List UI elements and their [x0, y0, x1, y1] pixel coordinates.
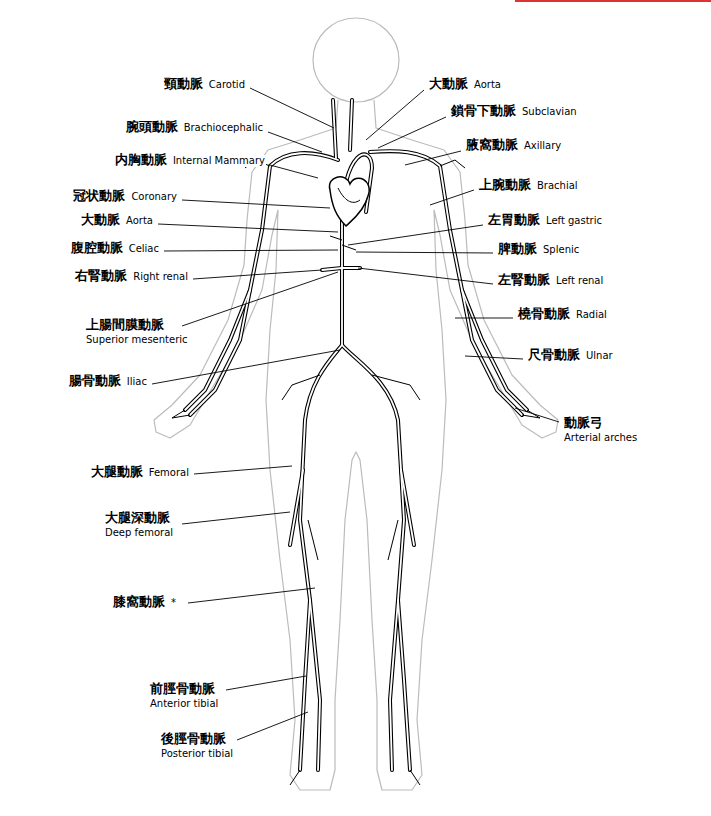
label-group: 内胸動脈 Internal Mammary: [114, 153, 266, 168]
artery-name-ja: 上腕動脈: [478, 178, 532, 193]
artery-name-en: Iliac: [126, 376, 148, 388]
artery-name-ja: 右腎動脈: [74, 269, 128, 284]
artery-name-en: Superior mesenteric: [85, 334, 189, 346]
label-group: 左胃動脈 Left gastric: [487, 213, 603, 228]
artery-name-en: Anterior tibial: [149, 698, 219, 710]
top-rule: [515, 0, 711, 2]
artery-name-ja: 膝窩動脈: [112, 595, 166, 610]
label-group: 上腕動脈 Brachial: [478, 178, 579, 193]
artery-name-ja: 前脛骨動脈: [149, 682, 216, 697]
artery-name-en: Aorta: [125, 215, 154, 227]
artery-name-en: Left renal: [555, 275, 604, 287]
label-group: 腕頭動脈 Brachiocephalic: [125, 120, 264, 135]
artery-name-en: Carotid: [208, 79, 246, 91]
label-group: 冠状動脈 Coronary: [72, 189, 178, 204]
artery-name-en: Arterial arches: [563, 432, 638, 444]
artery-name-en: Axillary: [523, 140, 562, 152]
artery-name-ja: 腹腔動脈: [70, 241, 124, 256]
artery-name-en: Femoral: [148, 467, 190, 479]
label-group: 鎖骨下動脈 Subclavian: [450, 104, 578, 119]
artery-name-ja: 橈骨動脈: [517, 307, 571, 322]
label-group: 腸骨動脈 Iliac: [68, 374, 148, 389]
artery-name-ja: 動脈弓: [563, 416, 604, 431]
label-group: 大腿深動脈Deep femoral: [104, 511, 174, 538]
artery-lumen: [185, 100, 527, 770]
minor-branches: [172, 160, 540, 785]
leader-lines: [152, 88, 559, 740]
artery-name-ja: 尺骨動脈: [527, 348, 581, 363]
artery-name-ja: 腋窩動脈: [465, 138, 519, 153]
artery-name-en: Aorta: [473, 79, 502, 91]
artery-name-ja: 頸動脈: [163, 77, 204, 92]
label-group: 前脛骨動脈Anterior tibial: [149, 682, 219, 709]
artery-name-ja: 大腿動脈: [90, 465, 144, 480]
artery-name-en: Ulnar: [585, 350, 614, 362]
label-group: 大動脈 Aorta: [428, 77, 502, 92]
artery-name-en: *: [170, 597, 177, 609]
artery-name-ja: 左胃動脈: [487, 213, 541, 228]
label-group: 上腸間膜動脈Superior mesenteric: [85, 318, 189, 345]
label-group: 右腎動脈 Right renal: [74, 269, 189, 284]
head-outline: [313, 18, 399, 102]
artery-outline: [185, 100, 527, 770]
artery-name-ja: 大腿深動脈: [104, 511, 171, 526]
label-group: 膝窩動脈 *: [112, 595, 177, 610]
label-group: 橈骨動脈 Radial: [517, 307, 608, 322]
label-group: 脾動脈 Splenic: [497, 242, 580, 257]
label-group: 左腎動脈 Left renal: [497, 273, 604, 288]
artery-name-en: Coronary: [130, 191, 178, 203]
artery-name-en: Subclavian: [521, 106, 578, 118]
label-group: 腹腔動脈 Celiac: [70, 241, 160, 256]
label-group: 動脈弓Arterial arches: [563, 416, 638, 443]
artery-name-ja: 冠状動脈: [72, 189, 126, 204]
artery-name-ja: 上腸間膜動脈: [85, 318, 165, 333]
artery-name-en: Right renal: [132, 271, 189, 283]
artery-name-ja: 内胸動脈: [114, 153, 168, 168]
artery-name-en: Brachiocephalic: [183, 122, 264, 134]
artery-name-en: Posterior tibial: [160, 748, 234, 760]
artery-name-en: Radial: [575, 309, 608, 321]
artery-name-en: Splenic: [542, 244, 580, 256]
heart: [329, 177, 369, 226]
label-group: 大腿動脈 Femoral: [90, 465, 190, 480]
artery-name-ja: 左腎動脈: [497, 273, 551, 288]
artery-name-ja: 大動脈: [80, 213, 121, 228]
artery-name-ja: 腕頭動脈: [125, 120, 179, 135]
artery-name-ja: 腸骨動脈: [68, 374, 122, 389]
artery-name-en: Brachial: [536, 180, 579, 192]
artery-name-ja: 大動脈: [428, 77, 469, 92]
artery-name-ja: 鎖骨下動脈: [450, 104, 517, 119]
artery-name-ja: 脾動脈: [497, 242, 538, 257]
artery-name-en: Left gastric: [545, 215, 603, 227]
artery-name-en: Celiac: [128, 243, 160, 255]
label-group: 腋窩動脈 Axillary: [465, 138, 562, 153]
label-group: 頸動脈 Carotid: [163, 77, 246, 92]
label-group: 大動脈 Aorta: [80, 213, 154, 228]
label-group: 後脛骨動脈Posterior tibial: [160, 732, 234, 759]
label-group: 尺骨動脈 Ulnar: [527, 348, 614, 363]
artery-name-en: Internal Mammary: [172, 155, 266, 167]
artery-name-ja: 後脛骨動脈: [160, 732, 227, 747]
artery-name-en: Deep femoral: [104, 527, 174, 539]
